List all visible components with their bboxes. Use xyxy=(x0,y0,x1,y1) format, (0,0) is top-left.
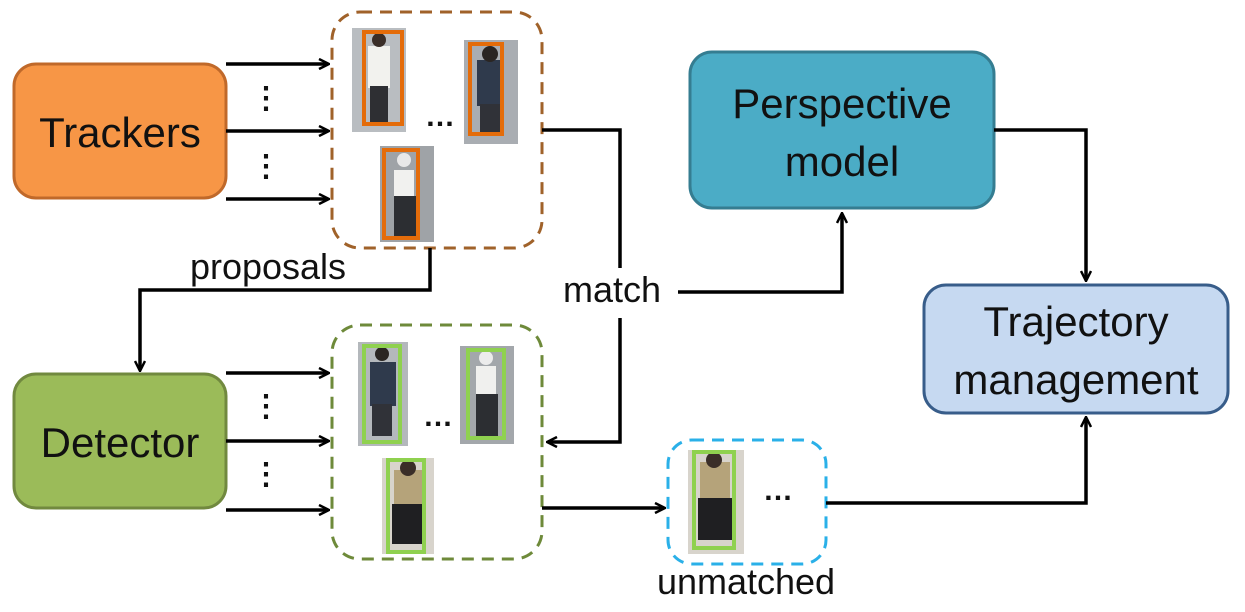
detection-crop-2 xyxy=(460,346,514,444)
detector-vertical-ellipsis-1: ⋮ xyxy=(251,390,281,423)
detector-vertical-ellipsis-2: ⋮ xyxy=(251,458,281,491)
trackers-label: Trackers xyxy=(39,109,201,156)
arrow-perspective-to-trajectory xyxy=(994,128,1086,280)
unmatched-crop-1 xyxy=(688,450,744,554)
trackers-vertical-ellipsis-2: ⋮ xyxy=(251,150,281,183)
arrow-match-to-detections-lower xyxy=(548,318,622,442)
detection-crop-1 xyxy=(358,342,408,446)
proposal-crop-2 xyxy=(464,40,518,144)
proposals-group: … xyxy=(330,10,544,250)
arrow-match-to-perspective xyxy=(678,214,842,294)
trajectory-management-box: Trajectory management xyxy=(922,283,1230,415)
arrow-match-to-detections xyxy=(542,128,622,268)
detector-label: Detector xyxy=(41,419,200,466)
arrow-proposals-to-detector xyxy=(140,248,432,370)
trackers-vertical-ellipsis-1: ⋮ xyxy=(251,82,281,115)
detector-box: Detector xyxy=(12,372,228,510)
detection-crop-3 xyxy=(382,458,434,554)
perspective-model-box: Perspective model xyxy=(688,50,996,210)
detections-group: … xyxy=(330,323,544,561)
proposals-ellipsis: … xyxy=(425,100,455,133)
perspective-label-line2: model xyxy=(785,138,899,185)
detections-ellipsis: … xyxy=(423,400,453,433)
proposal-crop-3 xyxy=(380,146,434,242)
match-label: match xyxy=(563,269,661,310)
arrow-unmatched-to-trajectory xyxy=(826,418,1086,505)
trajectory-label-line2: management xyxy=(953,356,1198,403)
proposal-crop-1 xyxy=(352,28,406,132)
unmatched-ellipsis: … xyxy=(763,474,793,507)
trajectory-label-line1: Trajectory xyxy=(983,298,1168,345)
trackers-box: Trackers xyxy=(12,62,228,200)
perspective-label-line1: Perspective xyxy=(732,80,951,127)
unmatched-label: unmatched xyxy=(657,561,835,602)
proposals-label: proposals xyxy=(190,246,346,287)
unmatched-group: … xyxy=(666,438,828,566)
